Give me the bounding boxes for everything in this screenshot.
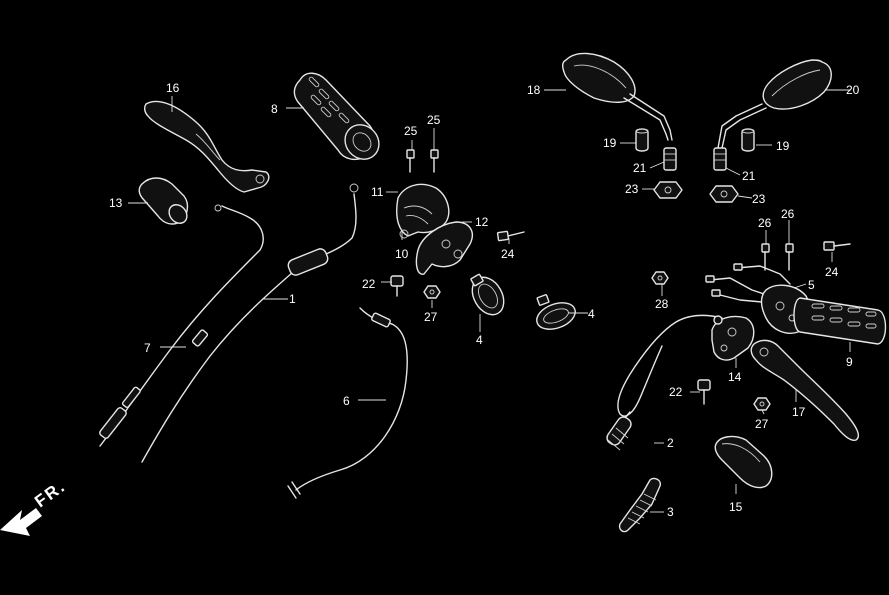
callout-labels: 16 8 13 1 7 6 11 10 12 25 25 24 22 27 4 …	[109, 81, 860, 519]
start-cable	[287, 307, 408, 499]
callout-10: 10	[395, 247, 409, 261]
callout-6: 6	[343, 394, 350, 408]
bolt-22-left	[390, 275, 404, 297]
callout-8: 8	[271, 102, 278, 116]
nut-27-right	[753, 397, 771, 411]
screw-25-b	[430, 149, 439, 173]
nut-23-left	[653, 181, 683, 199]
bolt-22-right	[697, 379, 711, 405]
callout-27-a: 27	[424, 310, 438, 324]
callout-24-a: 24	[501, 247, 515, 261]
callout-14: 14	[728, 370, 742, 384]
bolt-24-left	[496, 230, 525, 242]
cable-boot	[618, 477, 662, 533]
callout-21-b: 21	[742, 169, 756, 183]
callout-17: 17	[792, 405, 806, 419]
mirror-left	[561, 52, 673, 141]
callout-26-a: 26	[758, 216, 772, 230]
brake-cable-right	[606, 314, 723, 451]
throttle-grip	[293, 72, 380, 161]
screw-26-b	[785, 243, 794, 271]
callout-26-b: 26	[781, 207, 795, 221]
hose-clamp-4-b	[536, 294, 576, 330]
callout-1: 1	[289, 292, 296, 306]
right-brake-lever	[750, 339, 860, 441]
left-brake-lever	[143, 100, 270, 193]
callout-23-a: 23	[625, 182, 639, 196]
callout-25-a: 25	[404, 124, 418, 138]
callout-25-b: 25	[427, 113, 441, 127]
callout-2: 2	[667, 436, 674, 450]
leader-lines	[128, 89, 851, 513]
callout-22-a: 22	[362, 277, 376, 291]
mirror-right	[717, 59, 832, 149]
lever-clamp-right	[711, 315, 755, 361]
callout-4-a: 4	[476, 333, 483, 347]
throttle-cables	[99, 183, 359, 463]
callout-24-b: 24	[825, 265, 839, 279]
callout-18: 18	[527, 83, 541, 97]
callout-21-a: 21	[633, 161, 647, 175]
hose-clamp-4-a	[470, 273, 505, 316]
nut-28	[651, 271, 669, 285]
callout-7: 7	[144, 341, 151, 355]
callout-16: 16	[166, 81, 180, 95]
callout-23-b: 23	[752, 192, 766, 206]
mirror-cap-19-left	[635, 128, 649, 152]
callout-13: 13	[109, 196, 123, 210]
nut-27-left	[423, 285, 441, 299]
bolt-24-right	[823, 241, 851, 251]
lever-clamp-left	[415, 221, 474, 275]
front-direction-indicator: FR.	[0, 476, 69, 536]
callout-5: 5	[808, 278, 815, 292]
callout-27-b: 27	[755, 417, 769, 431]
mirror-adapter-21-left	[663, 147, 677, 171]
callout-3: 3	[667, 505, 674, 519]
right-grip	[793, 297, 887, 345]
callout-19-a: 19	[603, 136, 617, 150]
front-direction-label: FR.	[31, 476, 69, 511]
callout-4-b: 4	[588, 307, 595, 321]
nut-23-right	[709, 185, 739, 203]
callout-20: 20	[846, 83, 860, 97]
mirror-cap-19-right	[741, 128, 755, 152]
screw-26-a	[761, 243, 770, 271]
callout-19-b: 19	[776, 139, 790, 153]
right-switch-cover	[714, 435, 773, 489]
mirror-adapter-21-right	[713, 147, 727, 171]
callout-11: 11	[371, 185, 384, 199]
callout-9: 9	[846, 355, 853, 369]
callout-22-b: 22	[669, 385, 683, 399]
screw-25-a	[406, 149, 415, 173]
callout-12: 12	[475, 215, 489, 229]
callout-28: 28	[655, 297, 669, 311]
callout-15: 15	[729, 500, 743, 514]
left-switch-housing	[138, 177, 189, 225]
